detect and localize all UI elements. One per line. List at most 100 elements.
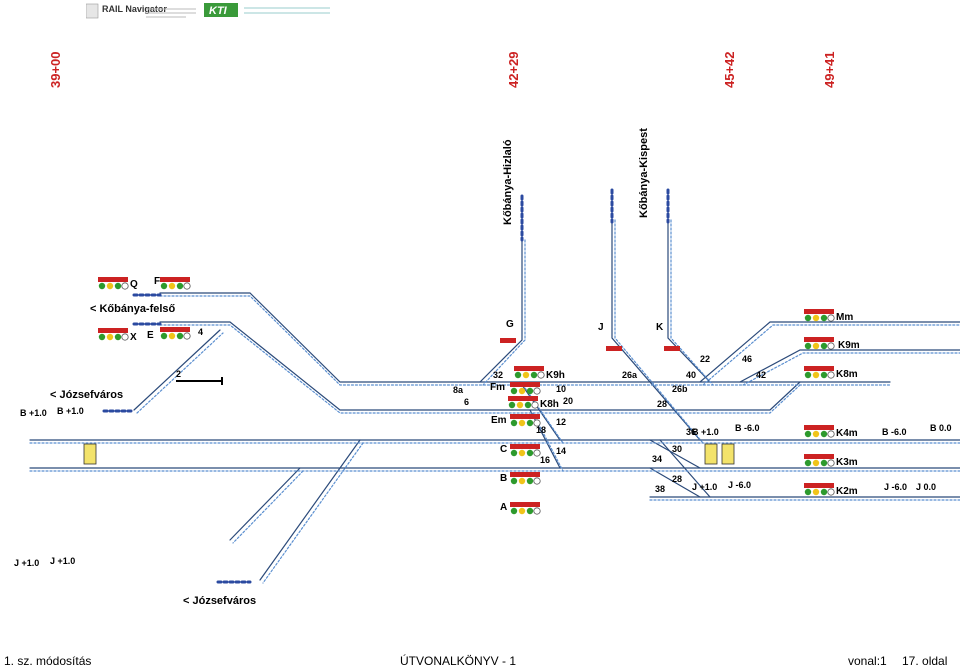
- signal-K9m: K9m: [803, 336, 860, 351]
- signal-K9h: K9h: [513, 365, 565, 381]
- signal-K3m: K3m: [803, 453, 858, 468]
- switch-14: 14: [556, 446, 566, 456]
- km-posts: 39+00 42+29 45+42 49+41: [48, 51, 837, 88]
- svg-text:Fm: Fm: [490, 382, 505, 393]
- grade-j-right-1: J -6.0: [884, 482, 907, 492]
- kti-logo-icon: KTI: [204, 3, 330, 17]
- svg-text:F: F: [154, 276, 160, 287]
- svg-text:B: B: [500, 473, 507, 484]
- direction-kobanya-felso: < Kőbánya-felső: [90, 303, 176, 315]
- switch-46: 46: [742, 354, 752, 364]
- footer-line: vonal:1: [848, 654, 887, 668]
- switch-4: 4: [198, 327, 203, 337]
- kti-logo-text: KTI: [209, 5, 228, 17]
- switch-22: 22: [700, 354, 710, 364]
- yellow-markers: [83, 443, 735, 465]
- yellow-marker-mid-1: [704, 443, 718, 465]
- railnavigator-logo-text: RAIL Navigator: [102, 4, 167, 14]
- footer-modification: 1. sz. módosítás: [4, 654, 92, 668]
- switch-10: 10: [556, 384, 566, 394]
- direction-kobanya-kispest: Kőbánya-Kispest: [638, 128, 650, 218]
- svg-text:X: X: [130, 332, 137, 343]
- track-diagram: 39+00 42+29 45+42 49+41 Kőbánya-Hizlaló …: [14, 51, 960, 607]
- switch-16: 16: [540, 455, 550, 465]
- svg-text:K2m: K2m: [836, 486, 858, 497]
- signal-C: C: [500, 443, 541, 457]
- switch-38: 38: [655, 484, 665, 494]
- grade-j-mid-2: J -6.0: [728, 480, 751, 490]
- grade-b-right-1: B -6.0: [882, 427, 907, 437]
- signal-G: G: [500, 319, 516, 343]
- signal-Em: Em: [491, 413, 541, 427]
- footer-page: 17. oldal: [902, 654, 948, 668]
- switch-8a: 8a: [453, 385, 464, 395]
- switch-34: 34: [652, 454, 662, 464]
- switch-2: 2: [176, 369, 181, 379]
- grade-b-mid-2: B -6.0: [735, 423, 760, 433]
- direction-kobanya-hizlalo: Kőbánya-Hizlaló: [502, 139, 514, 225]
- grade-b-mid-1: B +1.0: [692, 427, 719, 437]
- svg-text:K4m: K4m: [836, 428, 858, 439]
- svg-text:K8m: K8m: [836, 369, 858, 380]
- tracks: [29, 188, 960, 584]
- km-post-45: 45+42: [722, 51, 737, 88]
- switch-40: 40: [686, 370, 696, 380]
- signal-J: J: [598, 322, 622, 351]
- grade-markers: B +1.0 B +1.0 J +1.0 J +1.0 B +1.0 B -6.…: [14, 406, 952, 568]
- switch-20: 20: [563, 396, 573, 406]
- signal-Q: Q: [97, 276, 138, 290]
- switch-26a: 26a: [622, 370, 638, 380]
- svg-text:C: C: [500, 444, 507, 455]
- svg-text:Mm: Mm: [836, 312, 853, 323]
- switch-26b: 26b: [672, 384, 688, 394]
- switch-28-upper: 28: [657, 399, 667, 409]
- svg-text:G: G: [506, 319, 514, 330]
- switch-32: 32: [493, 370, 503, 380]
- signal-K2m: K2m: [803, 482, 858, 497]
- signal-Fm: Fm: [490, 381, 541, 395]
- switch-12: 12: [556, 417, 566, 427]
- signal-X: X: [97, 327, 137, 343]
- switch-28-lower: 28: [672, 474, 682, 484]
- svg-text:Em: Em: [491, 415, 507, 426]
- railnavigator-logo-icon: RAIL Navigator: [85, 3, 196, 19]
- direction-jozsefvaros-upper: < Józsefváros: [50, 389, 123, 401]
- switch-30: 30: [672, 444, 682, 454]
- svg-text:Q: Q: [130, 279, 138, 290]
- grade-j-right-2: J 0.0: [916, 482, 936, 492]
- signal-Mm: Mm: [803, 308, 853, 323]
- grade-j-left-1: J +1.0: [14, 558, 39, 568]
- grade-j-left-2: J +1.0: [50, 556, 75, 566]
- switch-42: 42: [756, 370, 766, 380]
- signal-E: E: [147, 326, 191, 341]
- railnavigator-logo: RAIL Navigator: [85, 2, 198, 22]
- signal-K8m: K8m: [803, 365, 858, 380]
- signals: Q F X E G J K K9h Fm: [97, 276, 860, 515]
- signal-K8h: K8h: [507, 395, 559, 410]
- svg-text:K9m: K9m: [838, 340, 860, 351]
- switch-18: 18: [536, 425, 546, 435]
- svg-text:K3m: K3m: [836, 457, 858, 468]
- switch-numbers: 2 4 32 8a 6 10 20 12 18 14 16 26a 26b 40…: [176, 327, 766, 494]
- km-post-49: 49+41: [822, 51, 837, 88]
- yellow-marker-left: [83, 443, 97, 465]
- km-post-42: 42+29: [506, 51, 521, 88]
- grade-j-mid-1: J +1.0: [692, 482, 717, 492]
- svg-text:K: K: [656, 322, 664, 333]
- buffer-stop: [176, 377, 223, 385]
- switch-6: 6: [464, 397, 469, 407]
- svg-text:K9h: K9h: [546, 370, 565, 381]
- km-post-39: 39+00: [48, 51, 63, 88]
- svg-text:A: A: [500, 502, 507, 513]
- switch-36: 36: [686, 427, 696, 437]
- direction-jozsefvaros-lower: < Józsefváros: [183, 595, 256, 607]
- grade-b-left-1: B +1.0: [20, 408, 47, 418]
- signal-K4m: K4m: [803, 424, 858, 439]
- footer-book: ÚTVONALKÖNYV - 1: [400, 654, 517, 668]
- grade-b-right-2: B 0.0: [930, 423, 952, 433]
- signal-A: A: [500, 501, 541, 515]
- signal-K: K: [656, 322, 680, 351]
- yellow-marker-mid-2: [721, 443, 735, 465]
- svg-text:J: J: [598, 322, 604, 333]
- signal-B: B: [500, 471, 541, 485]
